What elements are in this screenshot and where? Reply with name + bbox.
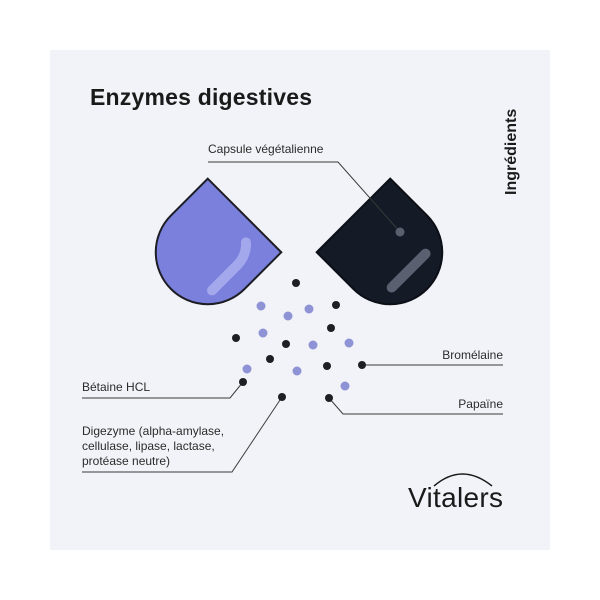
betaine-leader-line xyxy=(82,381,244,399)
label-capsule-vegetalienne: Capsule végétalienne xyxy=(208,142,324,156)
brand-logo-text: Vitalers xyxy=(408,482,504,513)
label-digezyme-line-1: Digezyme (alpha-amylase, xyxy=(82,424,225,438)
capsule-leader-line xyxy=(208,161,401,233)
capsule-left-half xyxy=(154,177,283,306)
label-papaine: Papaïne xyxy=(458,397,503,411)
ingredients-vertical-label: Ingrédients xyxy=(503,108,520,195)
brand-arc xyxy=(433,473,493,487)
label-bromelaine: Bromélaine xyxy=(442,348,503,362)
label-digezyme-line-3: protéase neutre) xyxy=(82,454,171,468)
powder-dots xyxy=(232,279,366,402)
label-betaine-hcl: Bétaine HCL xyxy=(82,380,151,394)
capsule-leader-dot xyxy=(395,227,405,237)
page-title: Enzymes digestives xyxy=(90,84,313,110)
leader-lines xyxy=(82,161,503,473)
capsule-right-half xyxy=(315,177,444,306)
background-panel xyxy=(50,50,550,550)
label-digezyme: Digezyme (alpha-amylase, cellulase, lipa… xyxy=(82,424,224,469)
papaine-leader-line xyxy=(328,397,503,415)
label-digezyme-line-2: cellulase, lipase, lactase, xyxy=(82,439,215,453)
digezyme-leader-line xyxy=(82,396,283,473)
